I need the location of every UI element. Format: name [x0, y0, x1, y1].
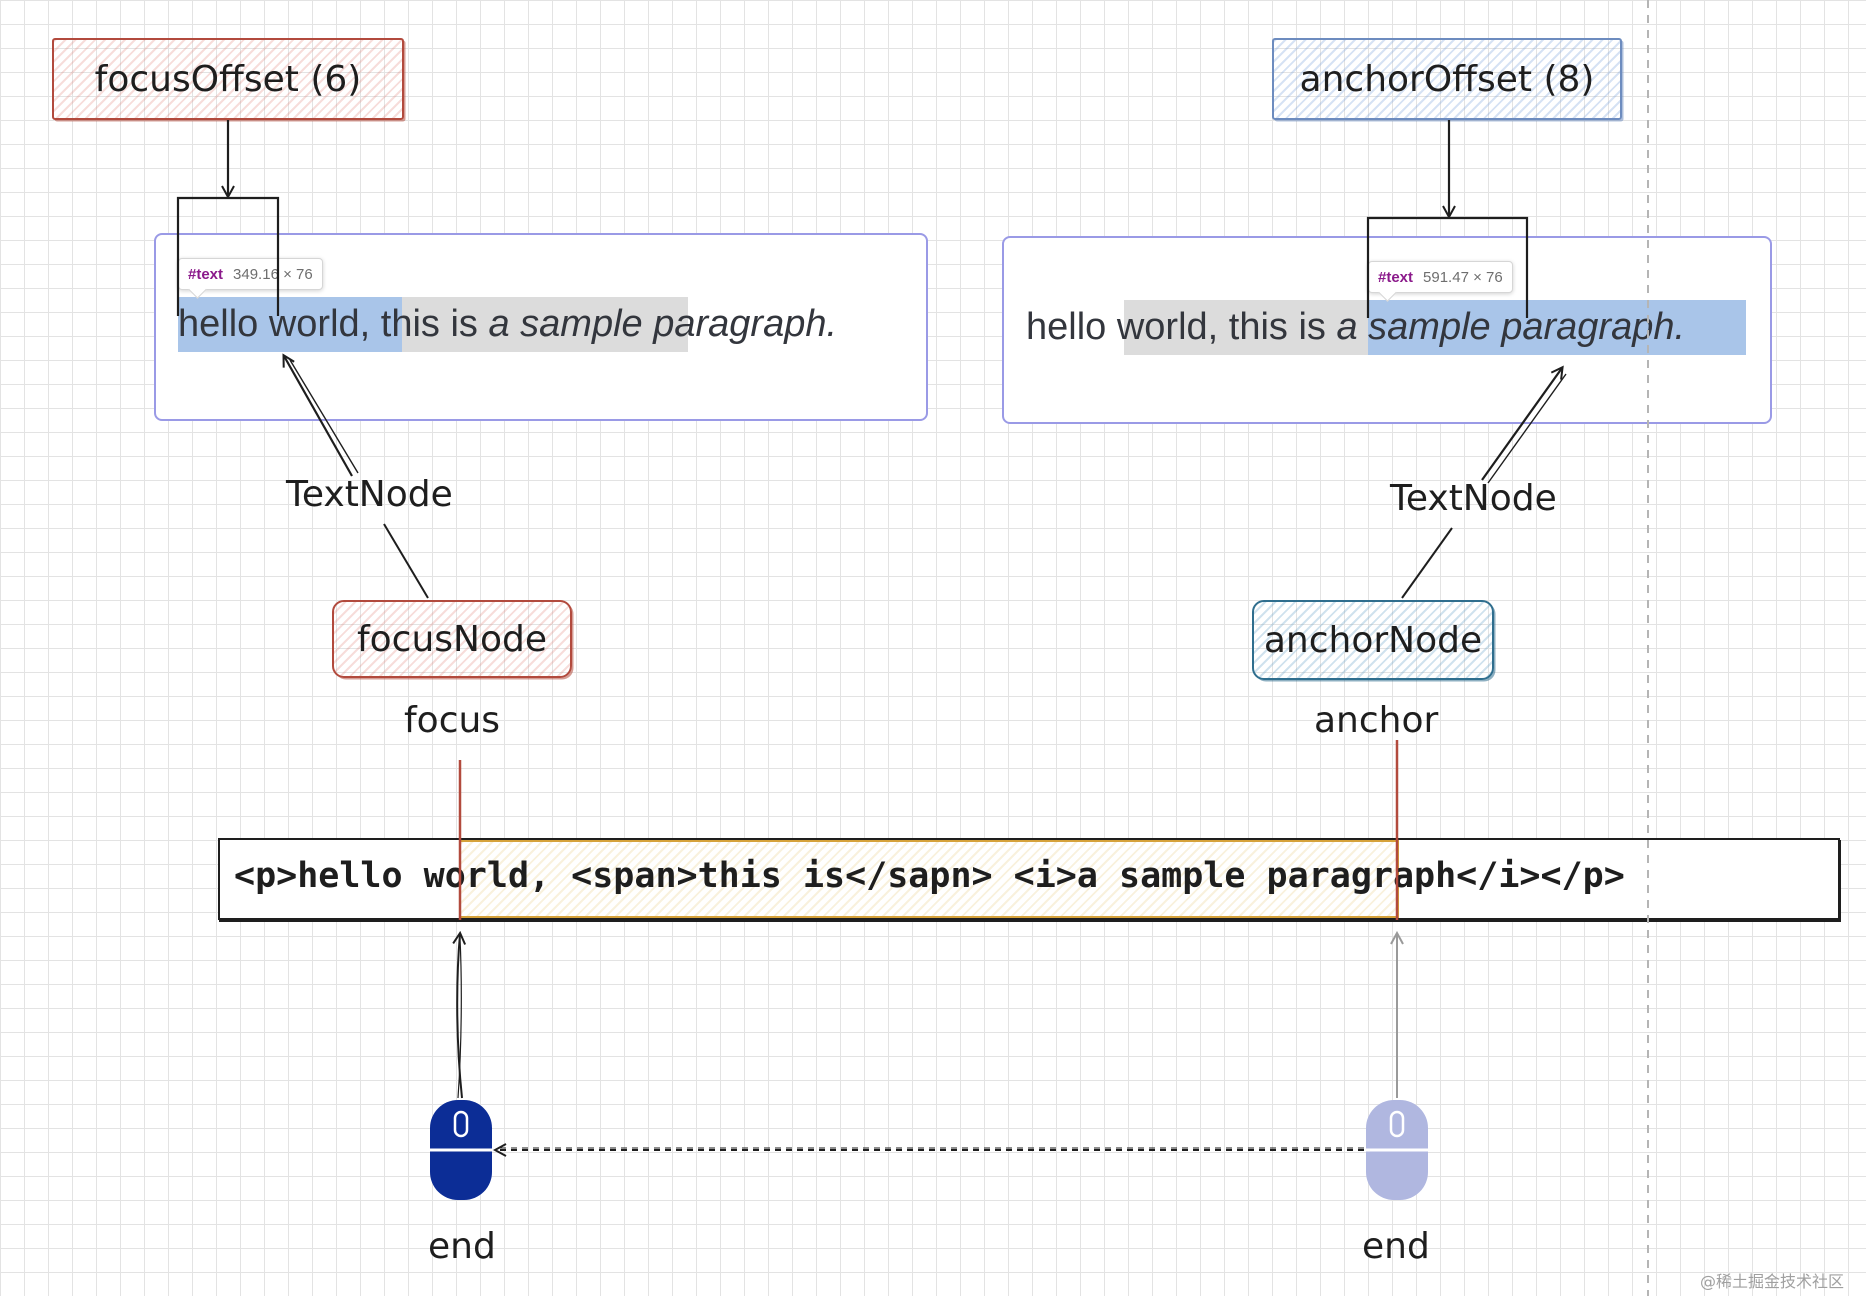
focus-offset-text: focusOffset (6) [94, 58, 362, 100]
left-span-highlight [402, 297, 688, 352]
focus-offset-label: focusOffset (6) [52, 38, 404, 120]
right-text-node-arrow [1481, 368, 1562, 481]
code-before-focus: <p>hello [234, 856, 424, 896]
focus-label: focus [404, 700, 501, 741]
anchor-offset-text: anchorOffset (8) [1299, 58, 1595, 100]
right-italic-text: a sample [1336, 306, 1491, 348]
left-text-tooltip: #text 349.16 × 76 [178, 258, 323, 290]
right-tooltip-size: 591.47 × 76 [1423, 268, 1503, 286]
right-text-node-label: TextNode [1390, 478, 1557, 519]
watermark: @稀土掘金技术社区 [1700, 1272, 1845, 1291]
left-italic-tail: paragraph. [642, 303, 838, 345]
left-paragraph-text: hello world, this is a sample paragraph. [178, 303, 837, 346]
anchor-node-connector [1401, 527, 1453, 599]
focus-node-box: focusNode [332, 600, 572, 678]
mouse-icon [1366, 1100, 1428, 1200]
html-code-bar [218, 838, 1840, 920]
focus-offset-bracket [176, 196, 280, 316]
right-span-highlight [1124, 300, 1368, 355]
focus-node-text: focusNode [356, 618, 548, 660]
anchor-offset-label: anchorOffset (8) [1272, 38, 1622, 120]
left-tooltip-tag: #text [188, 265, 224, 283]
code-selected-range: world, <span>this is</sapn> <i>a sample [423, 856, 1246, 896]
focus-mouse-arrow [457, 934, 462, 1099]
left-text-node: hello world, [178, 303, 381, 345]
left-italic-text: a sample [488, 303, 643, 345]
left-tooltip-size: 349.16 × 76 [233, 265, 313, 283]
left-selected-text-highlight [178, 297, 402, 352]
left-text-node-label: TextNode [286, 474, 453, 515]
left-span-text: this is [380, 303, 489, 345]
focus-node-connector [383, 523, 429, 599]
right-span-text: this is [1228, 306, 1337, 348]
anchor-node-box: anchorNode [1252, 600, 1494, 680]
right-plain-text: hello world, [1026, 306, 1229, 348]
right-tooltip-tag: #text [1378, 268, 1414, 286]
anchor-node-text: anchorNode [1263, 619, 1483, 661]
html-code-text: <p>hello world, <span>this is</sapn> <i>… [234, 856, 1625, 896]
code-after-anchor: paragraph</i></p> [1245, 856, 1625, 896]
selected-range-highlight [459, 840, 1399, 918]
mouse-icon [430, 1100, 492, 1200]
right-selected-text-highlight [1368, 300, 1746, 355]
anchor-offset-bracket [1366, 216, 1529, 318]
right-paragraph-text: hello world, this is a sample paragraph. [1026, 306, 1685, 349]
right-end-label: end [1362, 1226, 1430, 1267]
left-text-node-arrow [284, 356, 353, 477]
left-end-label: end [428, 1226, 496, 1267]
anchor-label: anchor [1314, 700, 1439, 741]
right-italic-tail: paragraph. [1490, 306, 1686, 348]
